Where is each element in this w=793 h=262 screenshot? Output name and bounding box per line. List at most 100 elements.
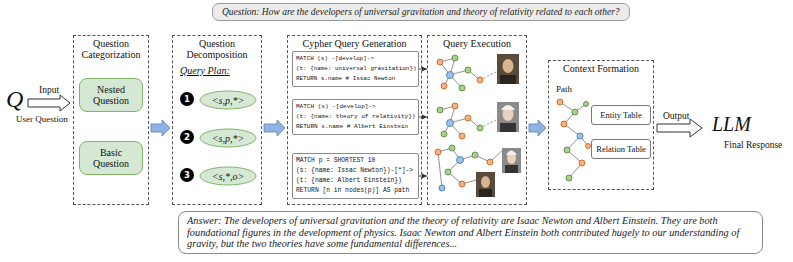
path-graph-part <box>438 152 442 188</box>
node-subtext: (t: {name: theory of relativity}) <box>296 112 415 122</box>
portrait <box>502 148 521 173</box>
portrait-part <box>497 54 519 84</box>
portrait-part <box>506 151 517 156</box>
node-text: MATCH (s) -[develop]-> <box>296 54 415 64</box>
node-text: Cypher Query Generation <box>288 36 421 49</box>
callout-number: 3 <box>180 168 194 182</box>
input-arrow-part <box>28 95 70 111</box>
node-text: Nested Question <box>82 84 140 106</box>
stage-panel: Cypher Query GenerationMATCH (s) -[devel… <box>287 35 422 205</box>
ellipse-shape <box>200 91 256 109</box>
result-graph-part <box>447 120 454 127</box>
cypher-code-box: MATCH p = SHORTEST 10(s: {name: Issac Ne… <box>292 153 419 199</box>
node-text: Question: How are the developers of univ… <box>222 6 620 18</box>
context-path-graph-part <box>584 102 589 107</box>
node-text: Query Execution <box>428 36 526 49</box>
context-path-graph-part <box>561 121 567 127</box>
node-subtext: RETURN s.name # Issac Newton <box>296 74 415 84</box>
result-graph-part <box>465 67 471 73</box>
flow-arrow <box>264 120 285 136</box>
category-box: Basic Question <box>79 141 143 175</box>
result-graph-part <box>447 72 454 79</box>
query-triple: <s,*,o> <box>199 166 257 186</box>
callout-number: 1 <box>180 92 194 106</box>
result-graph-part <box>441 131 447 137</box>
portrait-part <box>501 105 515 110</box>
node-text: <s,*,o> <box>212 171 244 182</box>
node-subtext: (t: {name: Albert Einstein}) <box>296 176 415 186</box>
node-subtext: RETURN [n in nodes(p)] AS path <box>296 186 415 196</box>
portrait-part <box>479 189 492 197</box>
result-graph-part <box>441 83 447 89</box>
block-arrow <box>151 120 170 136</box>
context-path-graph <box>557 99 591 181</box>
node-text: MATCH (s) -[develop]-> <box>296 102 415 112</box>
portrait-part <box>481 176 490 188</box>
result-graph-part <box>465 115 471 121</box>
block-arrow <box>529 120 546 136</box>
path-graph-part <box>445 169 451 175</box>
path-graph-part <box>457 157 464 164</box>
cypher-code-box: MATCH (s) -[develop]->(t: {name: theory … <box>292 99 419 135</box>
result-graph-part <box>437 107 443 113</box>
context-path-graph-part <box>564 147 570 153</box>
portrait-part <box>497 102 519 132</box>
path-graph-part <box>449 145 455 151</box>
node-text: Context Formation <box>549 61 653 74</box>
node-subtext: Query Plan: <box>180 65 230 76</box>
context-path-graph-part <box>557 99 563 105</box>
query-arrow <box>419 115 427 120</box>
result-graph-part <box>452 103 458 109</box>
portrait-part <box>502 148 521 173</box>
section-label: Path <box>556 84 572 94</box>
stage-panel: Question CategorizationNested QuestionBa… <box>73 35 149 205</box>
flow-arrow <box>151 120 170 136</box>
stage-panel: Context FormationEntity TableRelation Ta… <box>548 60 654 190</box>
portrait <box>497 102 519 132</box>
context-path-graph-part <box>566 175 572 181</box>
context-table: Entity Table <box>591 105 651 125</box>
arrow-label: Input <box>39 85 59 95</box>
context-path-graph-part <box>586 144 591 149</box>
arrow-label: User Question <box>16 114 68 124</box>
result-graph-part <box>459 85 465 91</box>
output-arrow <box>657 119 702 137</box>
path-graph-part <box>435 149 441 155</box>
context-path-graph-part <box>579 160 585 166</box>
node-text: <s,p,*> <box>212 95 244 106</box>
answer-box: Answer: The developers of universal grav… <box>178 211 763 254</box>
callout-number: 2 <box>180 130 194 144</box>
context-path-graph-part <box>572 109 578 115</box>
portrait-part <box>505 165 518 173</box>
node-text: Entity Table <box>600 110 642 120</box>
portrait <box>497 54 519 84</box>
stage-panel: Query Execution <box>427 35 527 205</box>
result-graph <box>437 103 496 139</box>
ellipse-shape <box>200 129 256 147</box>
result-graph-part <box>477 77 483 83</box>
question-box: Question: How are the developers of univ… <box>212 3 630 21</box>
output-arrow-part <box>657 119 702 137</box>
node-text: Answer: The developers of universal grav… <box>187 215 754 250</box>
node-subtext: (s: {name: Issac Newton})-[*]-> <box>296 166 415 176</box>
portrait-part <box>500 75 516 84</box>
block-arrow <box>264 120 285 136</box>
path-graph-part <box>439 185 445 191</box>
node-text: MATCH p = SHORTEST 10 <box>296 156 415 166</box>
output-symbol: LLM <box>712 113 751 136</box>
portrait-part <box>500 123 516 132</box>
path-graph-part <box>472 152 478 158</box>
input-arrow <box>28 95 70 111</box>
node-subtext: RETURN s.name # Albert Einstein <box>296 122 415 132</box>
result-graph <box>437 55 496 91</box>
category-box: Nested Question <box>79 78 143 112</box>
arrow-label: Final Response <box>724 140 782 150</box>
result-graph-part <box>477 125 483 131</box>
node-text: Relation Table <box>596 144 646 154</box>
portrait-part <box>476 172 495 197</box>
node-text: Question Decomposition <box>173 36 261 60</box>
input-symbol: Q <box>6 86 23 113</box>
path-graph-part <box>459 181 465 187</box>
portrait <box>476 172 495 197</box>
